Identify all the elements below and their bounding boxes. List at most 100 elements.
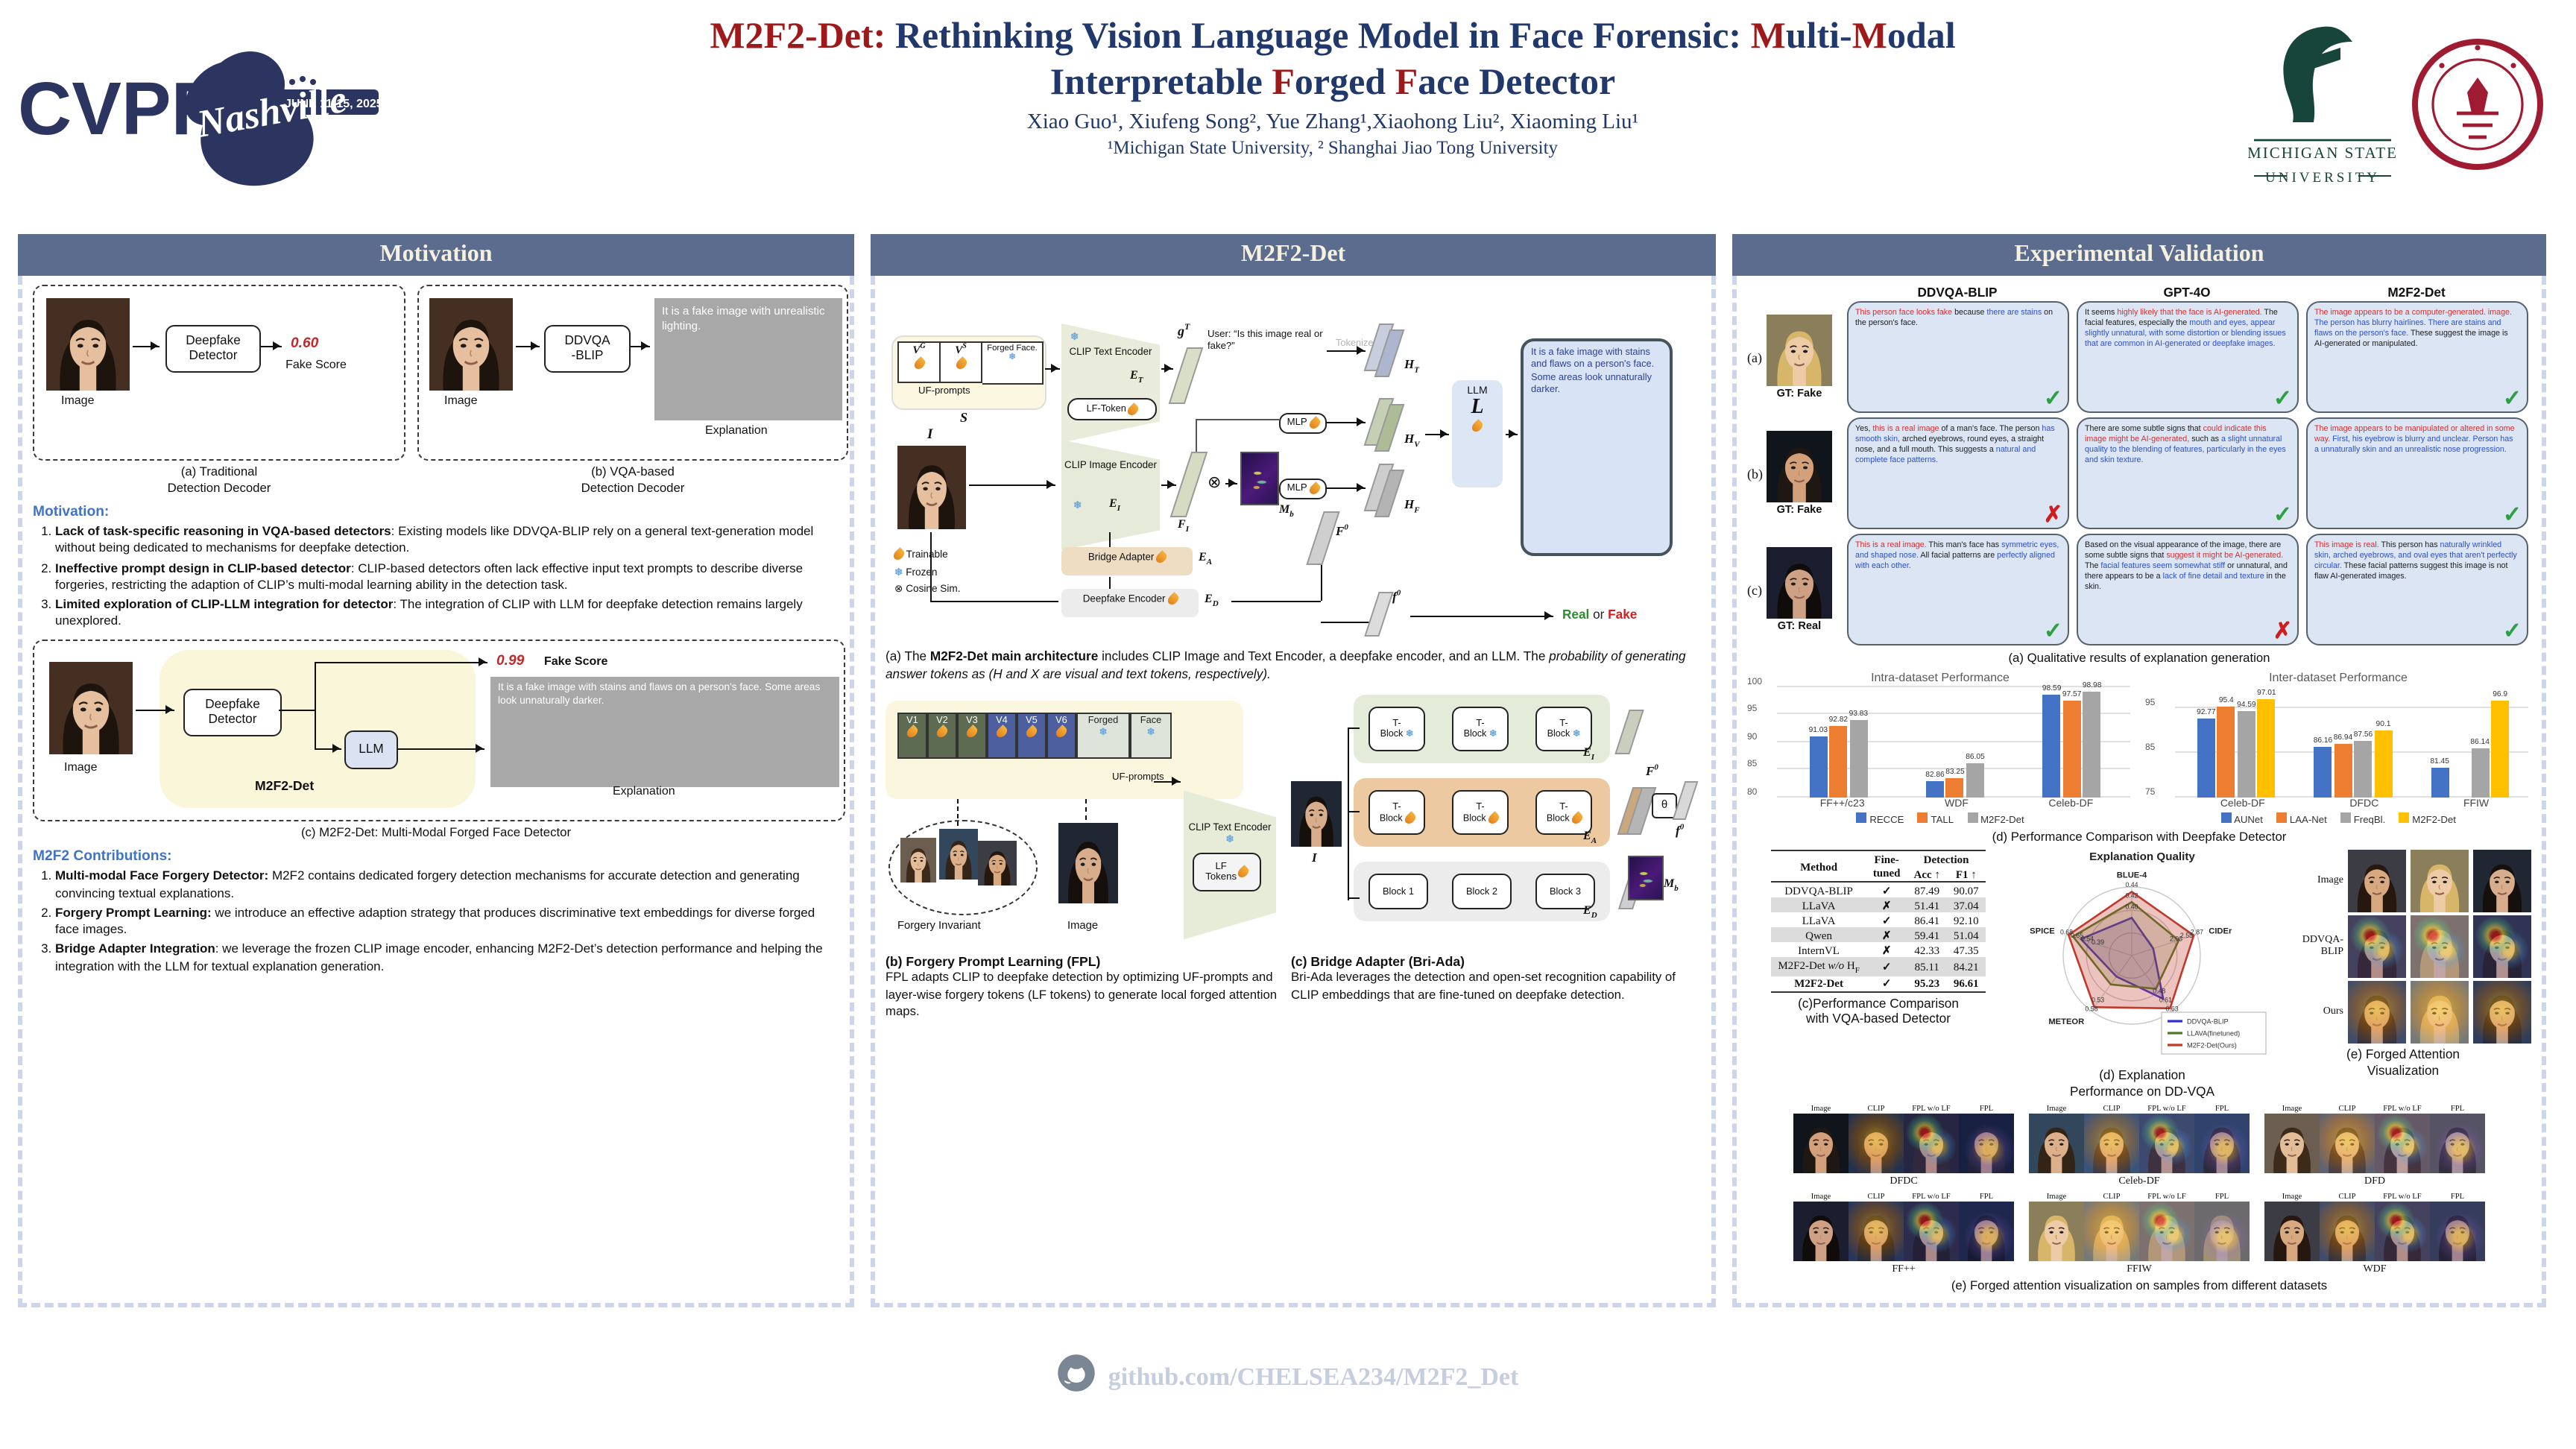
flame-icon [1236, 865, 1251, 880]
check-icon: ✓ [2273, 386, 2292, 412]
method-cell: InternVL [1798, 943, 1840, 956]
attention-col-header: FPL [1979, 1105, 1994, 1114]
title-segment: Interpretable [1049, 62, 1272, 102]
legend-swatch [1967, 812, 1978, 822]
title-block: M2F2-Det: Rethinking Vision Language Mod… [432, 15, 2233, 160]
list-item: Ineffective prompt design in CLIP-based … [55, 560, 839, 593]
bar: 94.59 [2237, 700, 2256, 797]
finetuned-cell: ✓ [1881, 959, 1892, 973]
attention-col-header: Image [2282, 1105, 2302, 1114]
qual-row-label: (b) GT: Fake [1747, 417, 1843, 529]
face-image [429, 298, 513, 391]
title-segment: ace Detector [1418, 62, 1616, 102]
dataset-label: DFDC [1890, 1175, 1918, 1187]
text-segment: This man's face has [1926, 540, 2002, 549]
attention-tile [2430, 1114, 2485, 1174]
y-tick-label: 100 [1747, 678, 1763, 686]
svg-text:DDVQA-BLIP: DDVQA-BLIP [2187, 1018, 2229, 1026]
briada-caption-title: (c) Bridge Adapter (Bri-Ada) [1291, 954, 1465, 970]
bar: 93.83 [1849, 710, 1868, 797]
flame-icon [1307, 482, 1322, 496]
snowflake-icon: ❄ [1572, 729, 1581, 740]
flame-icon [1126, 402, 1141, 417]
text-segment: M2F2-Det main architecture [929, 648, 1099, 663]
face-image [46, 298, 130, 391]
input-face-image [897, 446, 966, 529]
column-m2f2: M2F2-Det VG VS Forged Face.❄ UF-prompts [871, 234, 1716, 1307]
lf-token-box: LF-Token [1067, 398, 1157, 420]
attention-col-header: Image [2046, 1105, 2067, 1114]
legend-swatch [2220, 812, 2232, 822]
text-segment: The person has blurry hairlines. There a… [2314, 318, 2501, 338]
text-segment: This person has [2378, 540, 2440, 549]
footer: github.com/CHELSEA234/M2F2_Det [0, 1354, 2576, 1400]
contributions-list: Multi-modal Face Forgery Detector: M2F2 … [33, 868, 839, 976]
conv-block: Block 2 [1452, 874, 1512, 910]
m2f2-header: M2F2-Det [871, 234, 1716, 276]
t-block: T-Block ❄ [1535, 707, 1592, 752]
text-segment: The image appears to be a computer-gener… [2314, 308, 2512, 317]
legend-item: M2F2-Det [2399, 812, 2456, 825]
motivation-header: Motivation [18, 234, 854, 276]
bar: 96.9 [2491, 689, 2510, 797]
mlp-box: MLP [1279, 479, 1327, 499]
attention-tile [2320, 1202, 2375, 1262]
attention-tile [2264, 1202, 2320, 1262]
attention-tile [1904, 1202, 1959, 1262]
bar-value-label: 96.9 [2493, 689, 2508, 699]
attention-tile [2430, 1202, 2485, 1262]
title-segment: M2F2-Det: [710, 16, 886, 57]
fig-traditional-decoder: Image Deepfake Detector 0.60 Fake Score [33, 285, 405, 461]
bridge-adapter-box: Bridge Adapter [1061, 547, 1193, 575]
attention-col-header: CLIP [2103, 1105, 2121, 1114]
list-item-body: : CLIP-based detectors often lack effect… [55, 560, 804, 592]
attention-tile [2375, 1202, 2430, 1262]
attention-bottom-caption: (e) Forged attention visualization on sa… [1951, 1278, 2328, 1293]
svg-text:UNIVERSITY: UNIVERSITY [2265, 170, 2380, 186]
dataset-label: WDF [2363, 1263, 2387, 1275]
github-link[interactable]: github.com/CHELSEA234/M2F2_Det [1108, 1362, 1519, 1390]
F0-label: F0 [1646, 763, 1658, 779]
bar: 86.05 [1966, 753, 1985, 797]
text-segment: The facial features, especially the [2085, 308, 2278, 328]
flame-icon [1402, 810, 1418, 826]
check-icon: ✓ [2043, 386, 2062, 412]
text-segment: on the person's face. [1855, 308, 2053, 328]
t-block: T-Block [1535, 790, 1592, 836]
text-segment: because [1952, 308, 1987, 317]
fpl-caption-title: (b) Forgery Prompt Learning (FPL) [886, 954, 1101, 970]
attention-tile [2375, 1114, 2430, 1174]
qual-bubble: This person face looks fake because ther… [1846, 301, 2068, 413]
radar-caption: (d) Explanation Performance on DD-VQA [2070, 1067, 2214, 1099]
bar: 91.03 [1809, 725, 1828, 797]
text-segment: (a) The [886, 648, 930, 663]
text-segment: These facial patterns suggest this image… [2314, 561, 2508, 581]
fake-score-value: 0.99 [496, 652, 525, 669]
github-icon [1058, 1354, 1096, 1400]
bar-value-label: 97.57 [2062, 689, 2082, 698]
forged-attention-map [1628, 856, 1664, 901]
f1-cell: 51.04 [1953, 928, 1979, 941]
experimental-header: Experimental Validation [1732, 234, 2546, 276]
flame-icon [905, 724, 920, 740]
bar: 98.98 [2083, 682, 2101, 797]
text-segment: It seems [2085, 308, 2118, 317]
text-segment: natural and complete face patterns. [1855, 445, 2036, 465]
x-tick-label: WDF [1945, 798, 1969, 809]
row-tag: (c) [1747, 582, 1762, 597]
legend-swatch [1856, 812, 1867, 822]
i-label: I [927, 428, 933, 443]
bar: 97.01 [2257, 689, 2276, 797]
